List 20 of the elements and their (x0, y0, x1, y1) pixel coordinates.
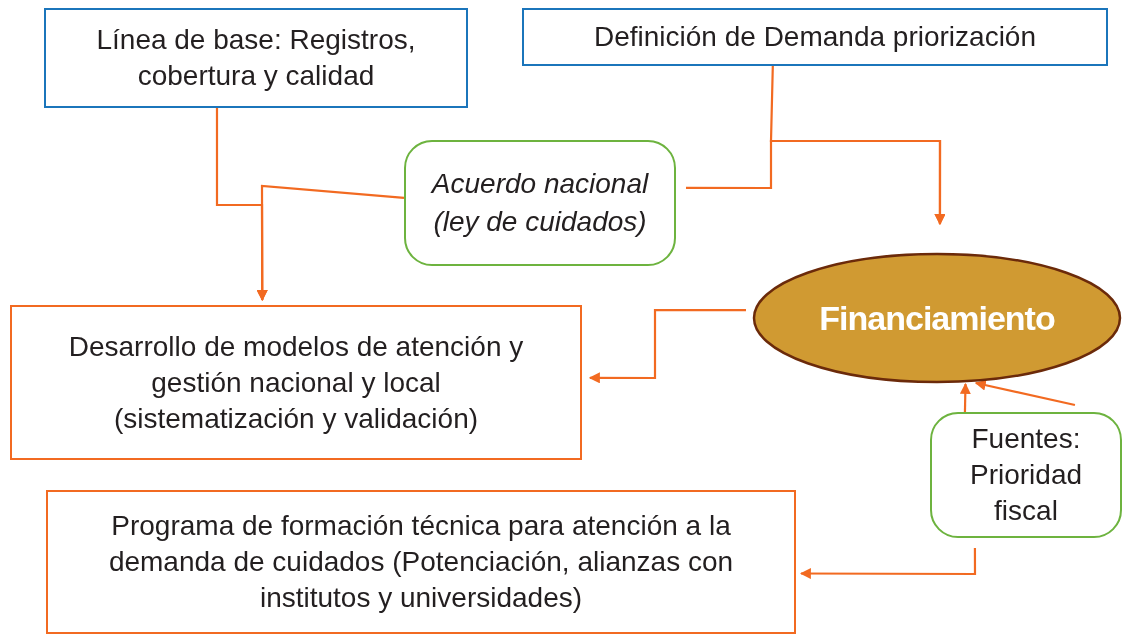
node-text: Desarrollo de modelos de atención y gestión nacional y local (sistematización y validación) (67, 329, 525, 436)
node-text: Financiamiento (819, 297, 1055, 339)
node-text: Acuerdo nacional (ley de cuidados) (429, 167, 650, 239)
arrow (799, 548, 977, 580)
ellipse-node (752, 252, 1122, 384)
node-text: Fuentes: Prioridad fiscal (968, 422, 1084, 528)
process-box (10, 305, 582, 460)
process-box (44, 8, 468, 108)
arrow (959, 382, 971, 413)
arrow (974, 379, 1076, 407)
rounded-box (404, 140, 676, 266)
arrow (256, 184, 405, 302)
node-text: Línea de base: Registros, cobertura y calidad (95, 23, 417, 93)
process-box (522, 8, 1108, 66)
node-text: Definición de Demanda priorización (594, 20, 1036, 54)
arrow (588, 308, 746, 384)
process-box (46, 490, 796, 634)
node-text: Programa de formación técnica para atención a la demanda de cuidados (Potenciación, alianzas con institutos y universidades) (107, 509, 735, 615)
arrow (686, 139, 946, 226)
rounded-box (930, 412, 1122, 538)
